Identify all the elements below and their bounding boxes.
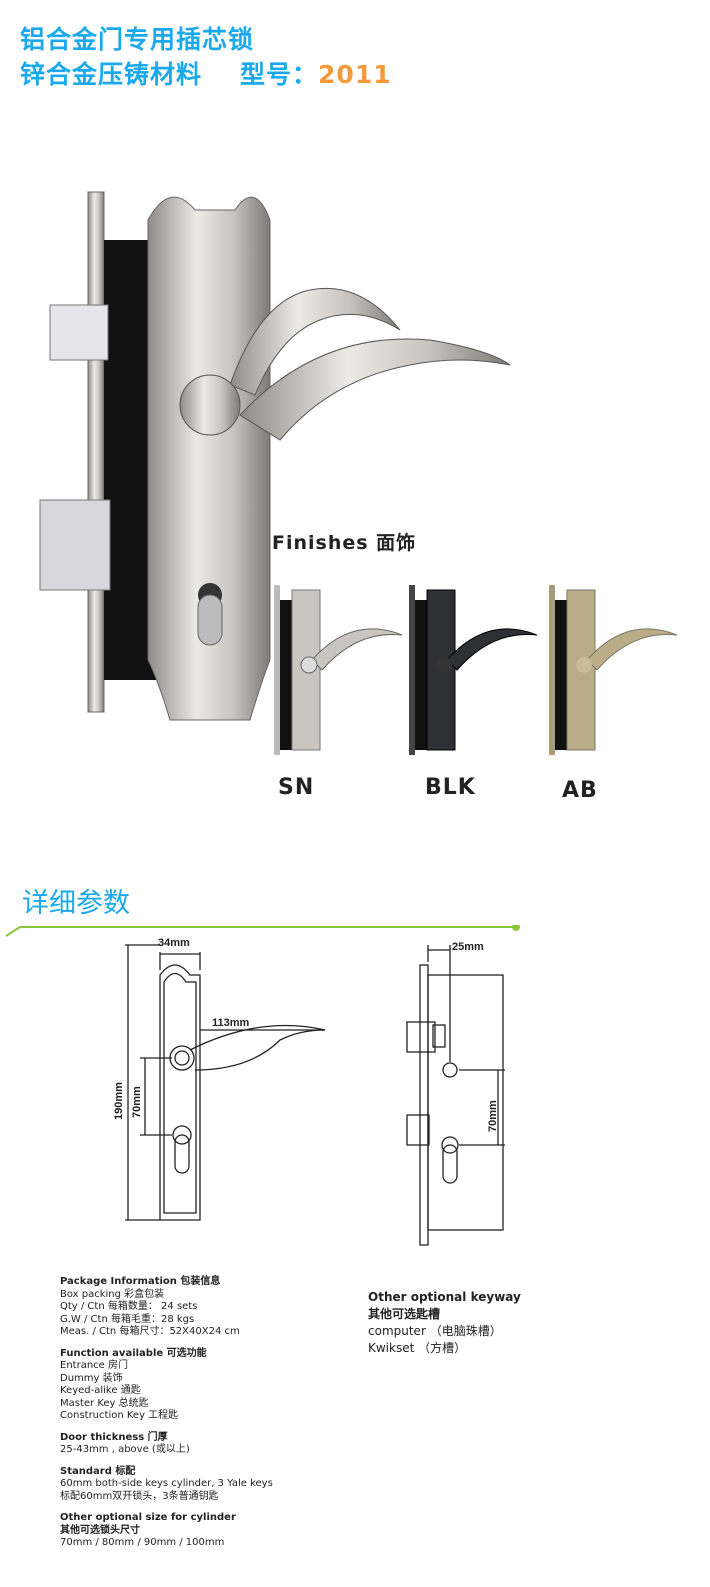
spec-line: Construction Key 工程匙 — [60, 1410, 179, 1421]
model-label: 型号： — [240, 60, 319, 89]
spec-line: G.W / Ctn 每箱毛重：28 kgs — [60, 1313, 195, 1325]
finish-ab-image — [549, 585, 678, 755]
side-dimension-drawing: 25mm 70mm — [406, 941, 505, 1246]
finish-label-ab: AB — [562, 778, 598, 803]
spec-heading: Other optional size for cylinder — [60, 1512, 236, 1523]
finish-variants — [274, 585, 678, 755]
dim-center-left: 70mm — [131, 1086, 143, 1118]
material-text: 锌合金压铸材料 — [20, 60, 203, 89]
material-line: 锌合金压铸材料 型号：2011 — [20, 55, 392, 91]
dim-height: 190mm — [113, 1082, 125, 1120]
finish-sn-image — [274, 585, 403, 755]
spec-line: 70mm / 80mm / 90mm / 100mm — [60, 1537, 225, 1548]
finish-blk-image — [409, 585, 538, 755]
front-dimension-drawing: 34mm 113mm 190mm 70mm — [113, 937, 326, 1221]
keyway-option: computer （电脑珠槽） — [368, 1324, 502, 1338]
keyway-subheading: 其他可选匙槽 — [368, 1307, 441, 1321]
spec-line: 其他可选锁头尺寸 — [60, 1524, 140, 1536]
model-number: 2011 — [318, 60, 392, 89]
spec-line: 标配60mm双开锁头，3条普通钥匙 — [60, 1490, 219, 1502]
keyway-option: Kwikset （方槽） — [368, 1341, 467, 1355]
spec-line: Qty / Ctn 每箱数量： 24 sets — [60, 1301, 198, 1312]
keyway-heading: Other optional keyway — [368, 1290, 521, 1304]
dim-width: 34mm — [158, 937, 190, 949]
section-title: 详细参数 — [22, 888, 130, 919]
spec-line: Keyed-alike 通匙 — [60, 1385, 141, 1396]
spec-line: Master Key 总统匙 — [60, 1397, 149, 1409]
dim-backset: 25mm — [452, 941, 484, 953]
section-divider — [5, 925, 520, 937]
spec-heading: Standard 标配 — [60, 1465, 136, 1477]
spec-line: Entrance 房门 — [60, 1360, 128, 1371]
spec-heading: Function available 可选功能 — [60, 1347, 207, 1359]
spec-line: 25-43mm , above (或以上) — [60, 1444, 190, 1455]
finish-label-sn: SN — [278, 775, 315, 800]
finish-label-blk: BLK — [425, 775, 476, 800]
dim-center-right: 70mm — [487, 1100, 499, 1132]
spec-line: 60mm both-side keys cylinder, 3 Yale key… — [60, 1478, 273, 1489]
spec-line: Meas. / Ctn 每箱尺寸：52X40X24 cm — [60, 1326, 240, 1337]
product-title: 铝合金门专用插芯锁 — [20, 25, 255, 54]
spec-line: Box packing 彩盒包装 — [60, 1288, 165, 1300]
spec-heading: Package Information 包装信息 — [60, 1276, 221, 1287]
dim-handle: 113mm — [212, 1017, 250, 1029]
keyway-info: Other optional keyway 其他可选匙槽 computer （电… — [368, 1289, 521, 1357]
lock-product-image — [39, 191, 511, 721]
finishes-title: Finishes 面饰 — [272, 532, 417, 554]
spec-heading: Door thickness 门厚 — [60, 1431, 168, 1443]
spec-line: Dummy 装饰 — [60, 1372, 123, 1384]
